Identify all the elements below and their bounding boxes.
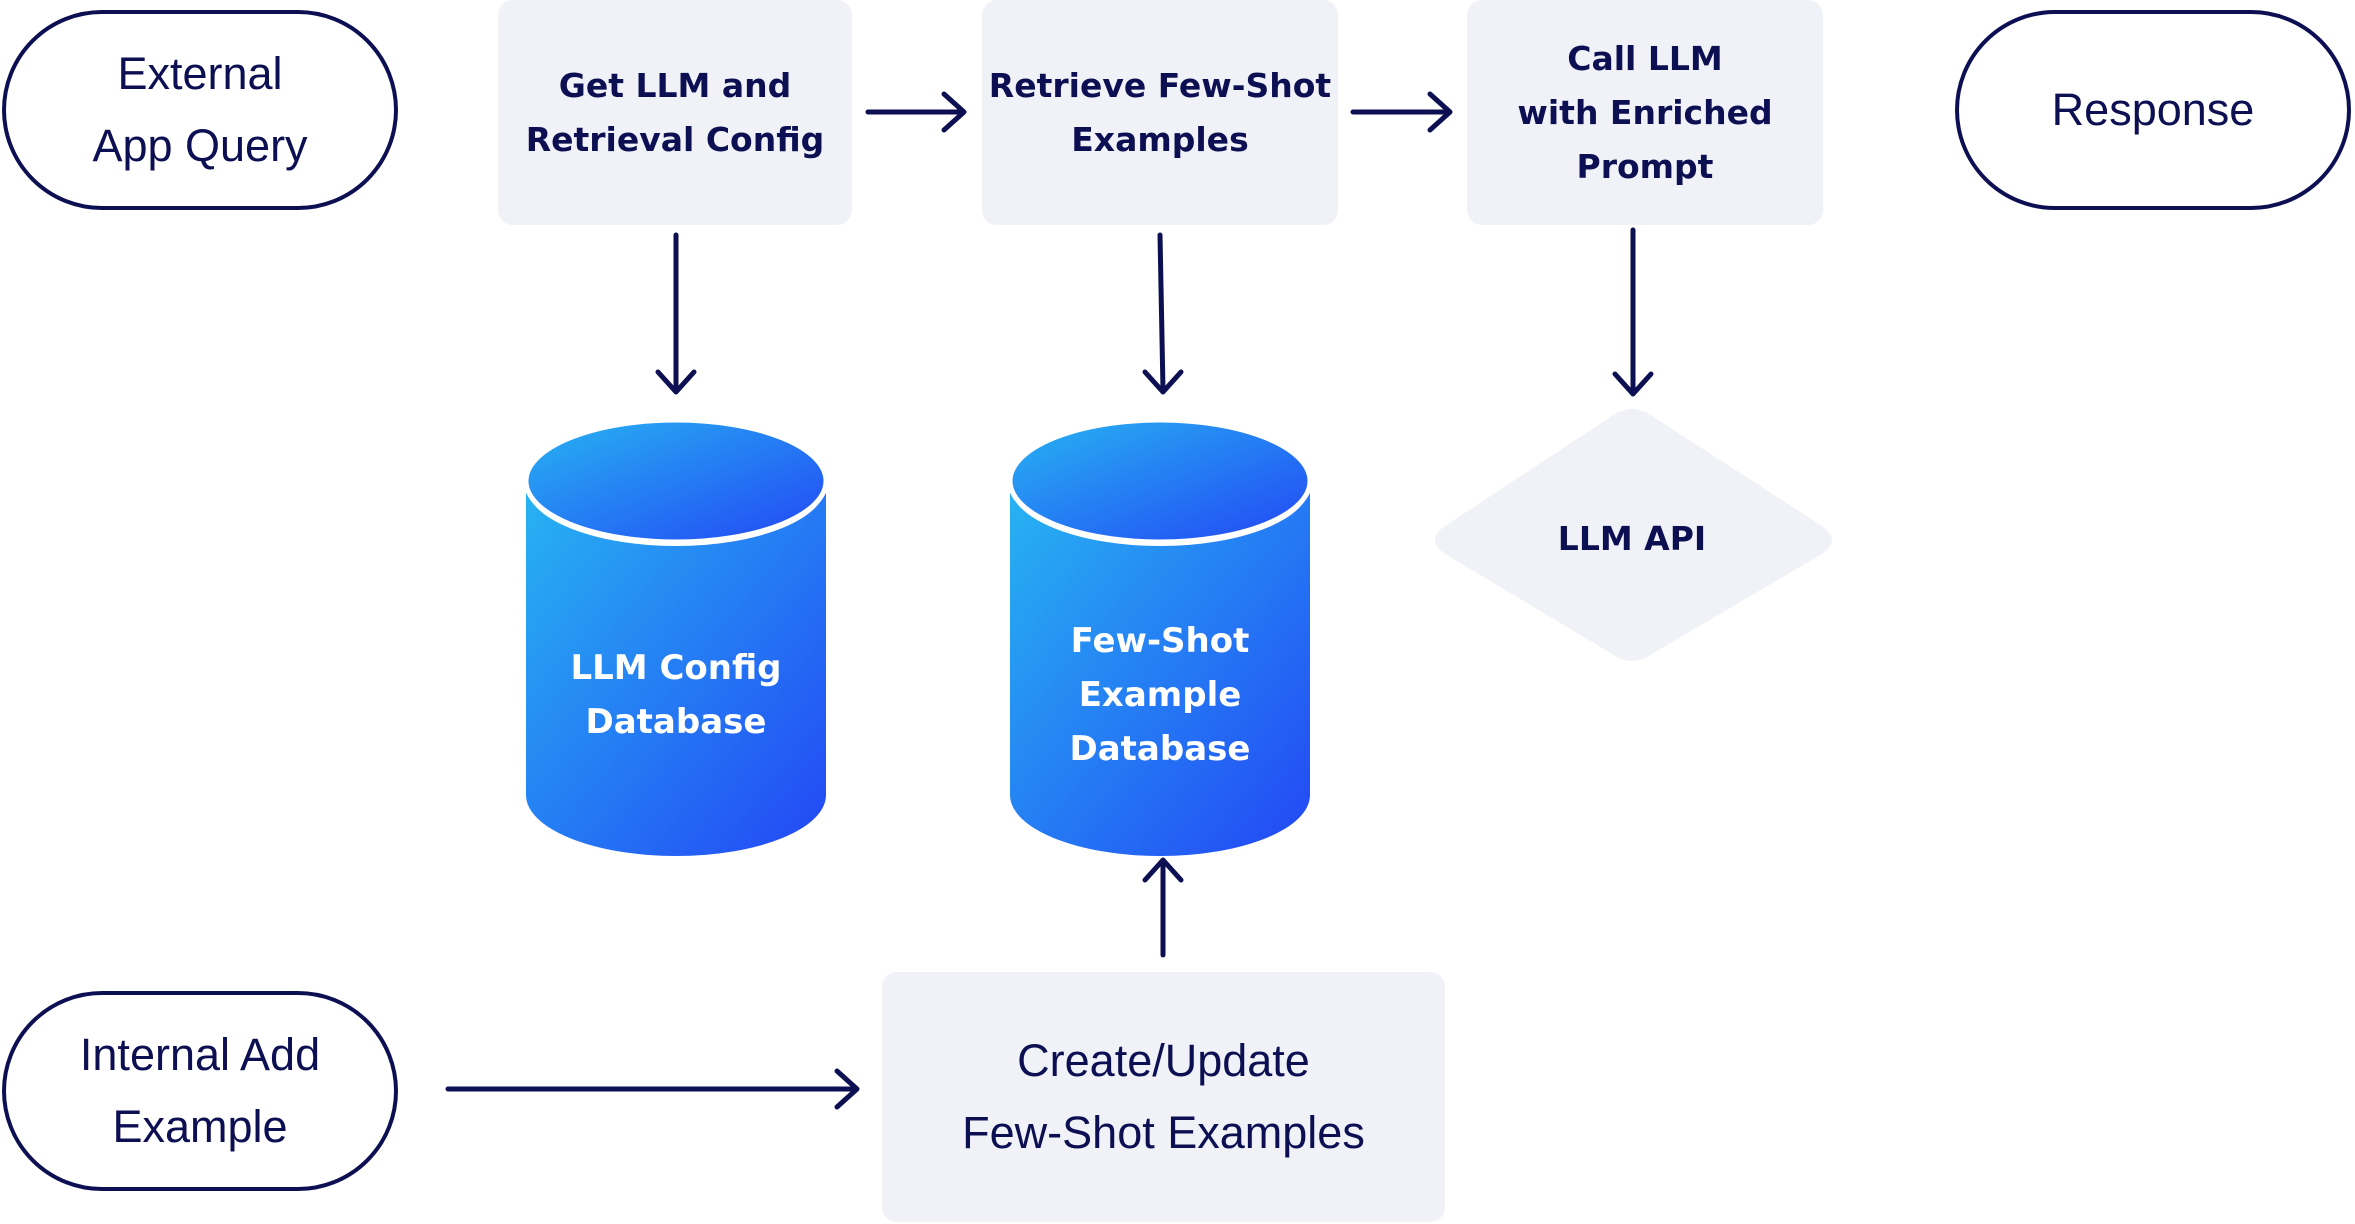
call-llm-label: Call LLM with Enriched Prompt: [1517, 38, 1773, 186]
llm-config-database-cylinder: [523, 417, 829, 856]
external-app-query-label: External App Query: [92, 48, 308, 171]
retrieve-examples-step: Retrieve Few-Shot Examples: [982, 0, 1338, 225]
arrow-config-to-db: [655, 232, 697, 395]
arrow-call-to-api: [1612, 227, 1654, 397]
arrow-config-to-retrieve: [865, 91, 967, 133]
response-label: Response: [2051, 84, 2255, 135]
external-app-query-terminal: External App Query: [2, 10, 398, 210]
internal-add-example-terminal: Internal Add Example: [2, 991, 398, 1191]
internal-add-example-label: Internal Add Example: [79, 1029, 321, 1152]
arrow-internal-to-create: [445, 1068, 860, 1110]
get-config-label: Get LLM and Retrieval Config: [525, 65, 825, 159]
retrieve-examples-label: Retrieve Few-Shot Examples: [988, 65, 1332, 159]
few-shot-database-cylinder: [1007, 417, 1313, 856]
response-terminal: Response: [1955, 10, 2351, 210]
arrow-create-to-db: [1142, 857, 1184, 958]
few-shot-database-label: Few-Shot Example Database: [1069, 621, 1251, 769]
arrow-retrieve-to-db: [1142, 232, 1184, 395]
llm-config-database-label: LLM Config Database: [570, 648, 782, 742]
call-llm-step: Call LLM with Enriched Prompt: [1467, 0, 1823, 225]
arrow-retrieve-to-call: [1350, 91, 1453, 133]
create-update-label: Create/Update Few-Shot Examples: [962, 1035, 1365, 1158]
llm-api-label: LLM API: [1557, 519, 1707, 558]
create-update-step: Create/Update Few-Shot Examples: [882, 972, 1445, 1222]
get-config-step: Get LLM and Retrieval Config: [498, 0, 852, 225]
llm-api-diamond: [1435, 409, 1832, 661]
